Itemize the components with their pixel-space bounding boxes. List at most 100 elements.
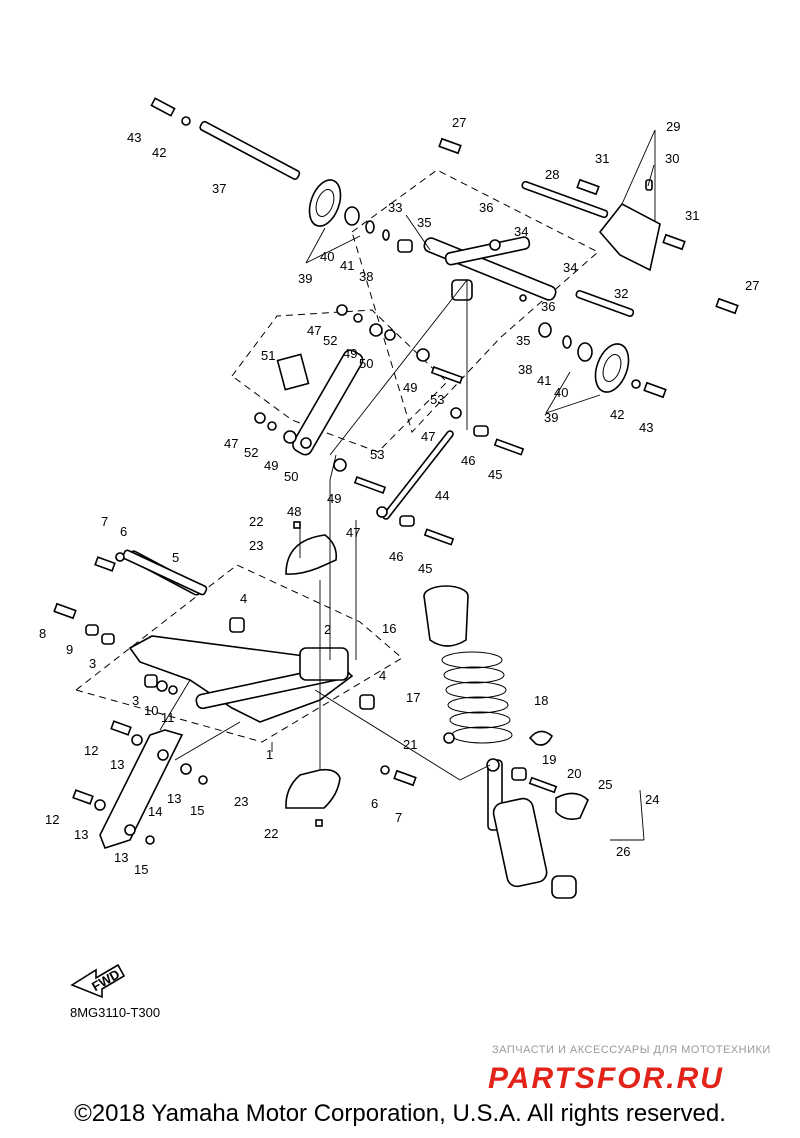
part-label-35-b: 35 (516, 333, 530, 348)
part-label-31-b: 31 (685, 208, 699, 223)
part-label-38-b: 38 (518, 362, 532, 377)
upper-shock-absorber (254, 304, 464, 494)
part-label-4-a: 4 (240, 591, 247, 606)
part-label-4-b: 4 (379, 668, 386, 683)
part-label-15-a: 15 (190, 803, 204, 818)
part-label-3-a: 3 (89, 656, 96, 671)
part-label-26: 26 (616, 844, 630, 859)
part-label-40-a: 40 (320, 249, 334, 264)
part-label-36-a: 36 (479, 200, 493, 215)
part-label-29: 29 (666, 119, 680, 134)
part-label-11: 11 (161, 710, 175, 725)
part-label-9: 9 (66, 642, 73, 657)
exploded-parts-diagram: FWD 43 42 37 27 29 30 31 28 33 36 35 34 … (39, 97, 759, 999)
part-label-49-b: 49 (403, 380, 417, 395)
part-label-24: 24 (645, 792, 659, 807)
part-label-8: 8 (39, 626, 46, 641)
part-label-16: 16 (382, 621, 396, 636)
part-label-43: 43 (127, 130, 141, 145)
part-label-19: 19 (542, 752, 556, 767)
part-label-1: 1 (266, 747, 273, 762)
front-arm (72, 720, 208, 849)
lower-swing-arm (53, 550, 417, 787)
part-label-47-d: 47 (346, 525, 360, 540)
part-label-12-b: 12 (45, 812, 59, 827)
right-wheel-assembly (538, 322, 667, 399)
part-label-13-c: 13 (74, 827, 88, 842)
part-label-50-a: 50 (359, 356, 373, 371)
part-label-3-b: 3 (132, 693, 139, 708)
part-label-40-b: 40 (554, 385, 568, 400)
part-label-23-a: 23 (249, 538, 263, 553)
part-label-31-a: 31 (595, 151, 609, 166)
part-label-13-d: 13 (114, 850, 128, 865)
part-label-47-b: 47 (421, 429, 435, 444)
part-label-41-a: 41 (340, 258, 354, 273)
part-label-33: 33 (388, 200, 402, 215)
part-label-46-a: 46 (461, 453, 475, 468)
part-label-25: 25 (598, 777, 612, 792)
part-label-18: 18 (534, 693, 548, 708)
part-label-2: 2 (324, 622, 331, 637)
part-label-44: 44 (435, 488, 449, 503)
part-label-50-b: 50 (284, 469, 298, 484)
part-labels: 43 42 37 27 29 30 31 28 33 36 35 34 31 4… (39, 115, 759, 877)
part-label-39-a: 39 (298, 271, 312, 286)
upper-shock-group-outline (231, 309, 448, 453)
part-label-49-a: 49 (343, 346, 357, 361)
part-label-10: 10 (144, 703, 158, 718)
part-label-48: 48 (287, 504, 301, 519)
part-label-46-b: 46 (389, 549, 403, 564)
part-label-20: 20 (567, 766, 581, 781)
part-label-49-d: 49 (327, 491, 341, 506)
part-label-14: 14 (148, 804, 162, 819)
part-label-42-b: 42 (610, 407, 624, 422)
part-label-7-a: 7 (101, 514, 108, 529)
guide-rod (115, 549, 208, 596)
leader-lines (159, 129, 656, 841)
part-label-30: 30 (665, 151, 679, 166)
part-label-22-b: 22 (264, 826, 278, 841)
part-label-38-a: 38 (359, 269, 373, 284)
part-label-22-a: 22 (249, 514, 263, 529)
part-label-53-a: 53 (430, 392, 444, 407)
coil-spring (441, 651, 513, 744)
part-label-45-b: 45 (418, 561, 432, 576)
link-rod-assembly (376, 407, 525, 546)
part-label-47-c: 47 (224, 436, 238, 451)
part-label-53-b: 53 (370, 447, 384, 462)
part-label-12-a: 12 (84, 743, 98, 758)
part-label-37: 37 (212, 181, 226, 196)
part-label-13-a: 13 (110, 757, 124, 772)
part-label-36-b: 36 (541, 299, 555, 314)
part-label-42: 42 (152, 145, 166, 160)
part-label-47-a: 47 (307, 323, 321, 338)
part-label-41-b: 41 (537, 373, 551, 388)
part-label-34-a: 34 (514, 224, 528, 239)
upper-swing-arm (397, 236, 557, 302)
part-label-17: 17 (406, 690, 420, 705)
lower-arm-group-outline (74, 564, 403, 743)
stopper-blocks (285, 521, 341, 827)
copyright-notice: ©2018 Yamaha Motor Corporation, U.S.A. A… (74, 1100, 726, 1127)
forward-arrow-icon: FWD (70, 963, 126, 999)
watermark-logo: PARTSFOR.RU (488, 1062, 724, 1095)
rear-bracket-assembly (438, 137, 739, 317)
part-label-28: 28 (545, 167, 559, 182)
part-label-35-a: 35 (417, 215, 431, 230)
part-label-21: 21 (403, 737, 417, 752)
part-label-43-b: 43 (639, 420, 653, 435)
part-label-6-b: 6 (371, 796, 378, 811)
part-label-49-c: 49 (264, 458, 278, 473)
part-label-27: 27 (452, 115, 466, 130)
part-label-5: 5 (172, 550, 179, 565)
rear-axle-assembly (150, 97, 390, 241)
part-label-6-a: 6 (120, 524, 127, 539)
diagram-code: 8MG3110-T300 (70, 1005, 161, 1020)
part-label-13-b: 13 (167, 791, 181, 806)
part-label-32: 32 (614, 286, 628, 301)
part-label-23-b: 23 (234, 794, 248, 809)
part-label-27-b: 27 (745, 278, 759, 293)
part-label-7-b: 7 (395, 810, 402, 825)
watermark-brand: PARTSFOR.RU (488, 1062, 724, 1095)
